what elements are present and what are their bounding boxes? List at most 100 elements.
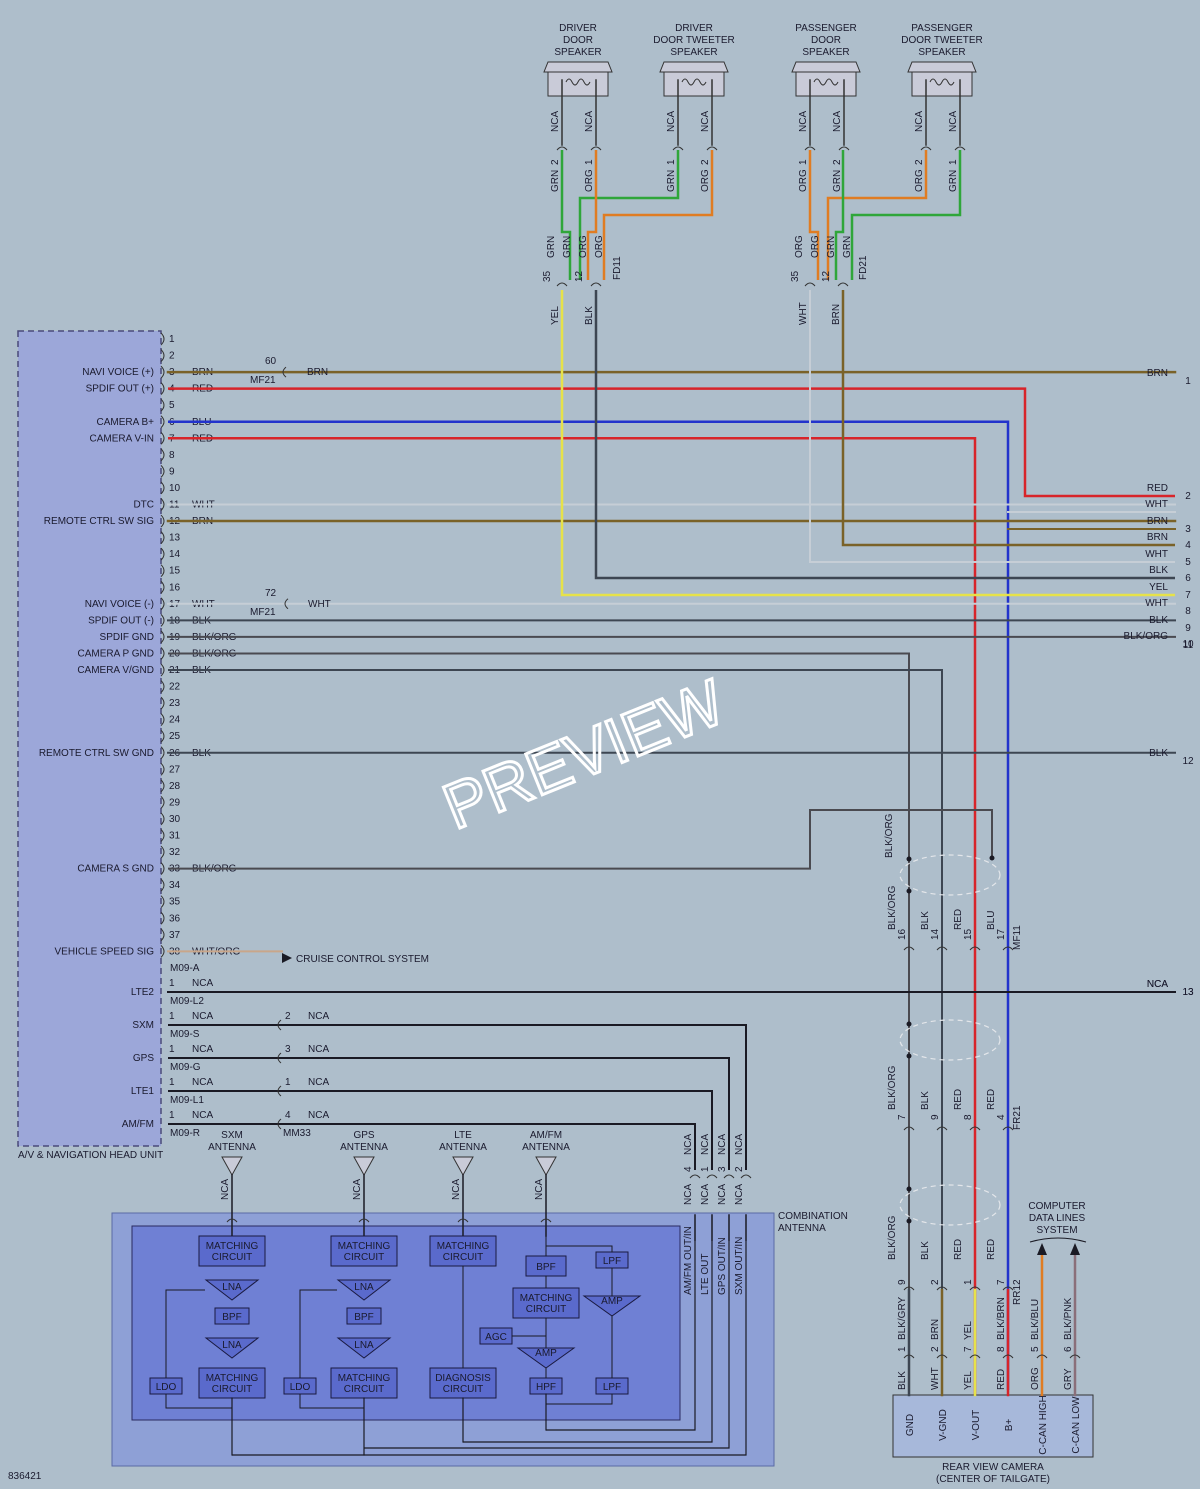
terminal-wire-label: BLK/ORG [1124, 631, 1169, 642]
speaker-icon [907, 61, 977, 73]
wire-color-label: ORG [1030, 1367, 1041, 1390]
wire-color-label: GRN [562, 236, 573, 258]
terminal-number: 11 [1183, 640, 1194, 651]
connector-mark [903, 1286, 915, 1291]
shield-mark [899, 854, 1001, 896]
pin-label: CAMERA B+ [96, 417, 154, 428]
pin-number: 34 [169, 880, 181, 891]
nca-label: NCA [717, 1134, 728, 1155]
wire-color-label: BLK/ORG [884, 813, 895, 858]
connector-mark [936, 1354, 948, 1359]
diagnosis-circuit-block-text: DIAGNOSIS [435, 1373, 491, 1384]
wire-color-label: GRN [546, 236, 557, 258]
pin-number: 16 [169, 582, 181, 593]
terminal-wire-label: BLK [1149, 615, 1168, 626]
pin-mark [160, 829, 165, 842]
amplifier-text: LNA [222, 1282, 242, 1293]
wire-color-label: BLU [986, 911, 997, 930]
bpf-block-text: BPF [222, 1312, 241, 1323]
head-unit-box [17, 330, 162, 1147]
pin-mark [160, 448, 165, 462]
pin-mark [160, 547, 165, 561]
splice-dot [906, 1053, 912, 1059]
amplifier-text: AMP [535, 1348, 557, 1359]
pin-number: 14 [930, 928, 941, 940]
pin-number: 2 [169, 351, 175, 362]
antenna-label: LTE [454, 1130, 472, 1141]
pin-number: 1 [285, 1077, 291, 1088]
port-label: SXM [132, 1020, 154, 1031]
speaker-icon [791, 61, 861, 73]
matching-circuit-block-text: MATCHING [338, 1373, 391, 1384]
connector-mark [804, 282, 816, 287]
connector-mark [457, 1218, 469, 1223]
terminal-number: 5 [1185, 557, 1191, 568]
speaker-icon [663, 71, 725, 97]
speaker-icon [547, 71, 609, 97]
antenna-label: ANTENNA [340, 1142, 388, 1153]
combo-title: COMBINATION [778, 1211, 848, 1222]
shield-mark [899, 1184, 1001, 1226]
pin-label: SPDIF OUT (+) [86, 384, 154, 395]
pin-mark [160, 746, 165, 760]
pin-mark [160, 630, 165, 644]
pin-mark [160, 531, 165, 544]
connector-mark [277, 1052, 282, 1064]
camera-pin-name: V-OUT [971, 1410, 982, 1441]
matching-circuit-block-text: CIRCUIT [344, 1252, 385, 1263]
pin-number: 1 [897, 1346, 908, 1352]
connector-label: MM33 [283, 1128, 311, 1139]
rear-camera-box [892, 1394, 1094, 1458]
wire [165, 1289, 205, 1378]
amplifier-icon [204, 1337, 260, 1359]
camera-pin-name: C-CAN LOW [1071, 1396, 1082, 1454]
terminal-number: 2 [1185, 491, 1191, 502]
pin-mark [160, 481, 165, 495]
splice-dot [906, 1021, 912, 1027]
wire-color-label: GRY [1063, 1368, 1074, 1390]
wire [168, 420, 1010, 1390]
connector-mark [838, 146, 850, 151]
terminal-wire-label: NCA [1147, 979, 1168, 990]
lpf-block-text: LPF [603, 1382, 621, 1393]
coil-icon [565, 78, 591, 86]
pin-number: 35 [542, 270, 553, 282]
connector-mark [672, 146, 684, 151]
matching-circuit-block-text: CIRCUIT [443, 1252, 484, 1263]
output-label: SXM OUT/IN [734, 1237, 745, 1295]
pin-number: 2 [930, 1346, 941, 1352]
lpf-block-text: LPF [603, 1256, 621, 1267]
wire [841, 290, 1175, 547]
antenna-icon [452, 1156, 474, 1177]
connector-mark [1002, 1286, 1014, 1291]
pin-mark [160, 895, 165, 909]
connector-mark [1002, 1126, 1014, 1131]
wire-color-label: BRN [930, 1319, 941, 1340]
connector-mark [920, 146, 932, 151]
pin-number: 7 [897, 1114, 908, 1120]
matching-circuit-block-text: MATCHING [520, 1293, 573, 1304]
pin-number: 4 [683, 1166, 694, 1172]
pin-number: 24 [169, 715, 181, 726]
pin-number: 2 [700, 159, 711, 165]
connector-mark [936, 1286, 948, 1291]
terminal-number: 7 [1185, 590, 1191, 601]
terminal-wire-label: RED [1147, 483, 1168, 494]
connector-mark [954, 146, 966, 151]
connector-mark [689, 1174, 701, 1179]
connector-mark [277, 1085, 282, 1097]
connector-label: RR12 [1012, 1279, 1023, 1305]
pin-mark [160, 415, 165, 429]
pin-mark [160, 465, 165, 478]
pin-number: 15 [963, 928, 974, 940]
speaker-label: SPEAKER [554, 47, 601, 58]
computer-data-label: DATA LINES [1029, 1213, 1086, 1224]
pin-number: 9 [897, 1279, 908, 1285]
amplifier-text: LNA [354, 1282, 374, 1293]
pin-mark [160, 762, 165, 776]
terminal-wire-label: WHT [1145, 499, 1168, 510]
bracket-mark [1029, 1237, 1087, 1243]
matching-circuit-block-text: CIRCUIT [212, 1252, 253, 1263]
pin-number: 1 [963, 1279, 974, 1285]
preview-watermark: PREVIEW [433, 665, 734, 843]
